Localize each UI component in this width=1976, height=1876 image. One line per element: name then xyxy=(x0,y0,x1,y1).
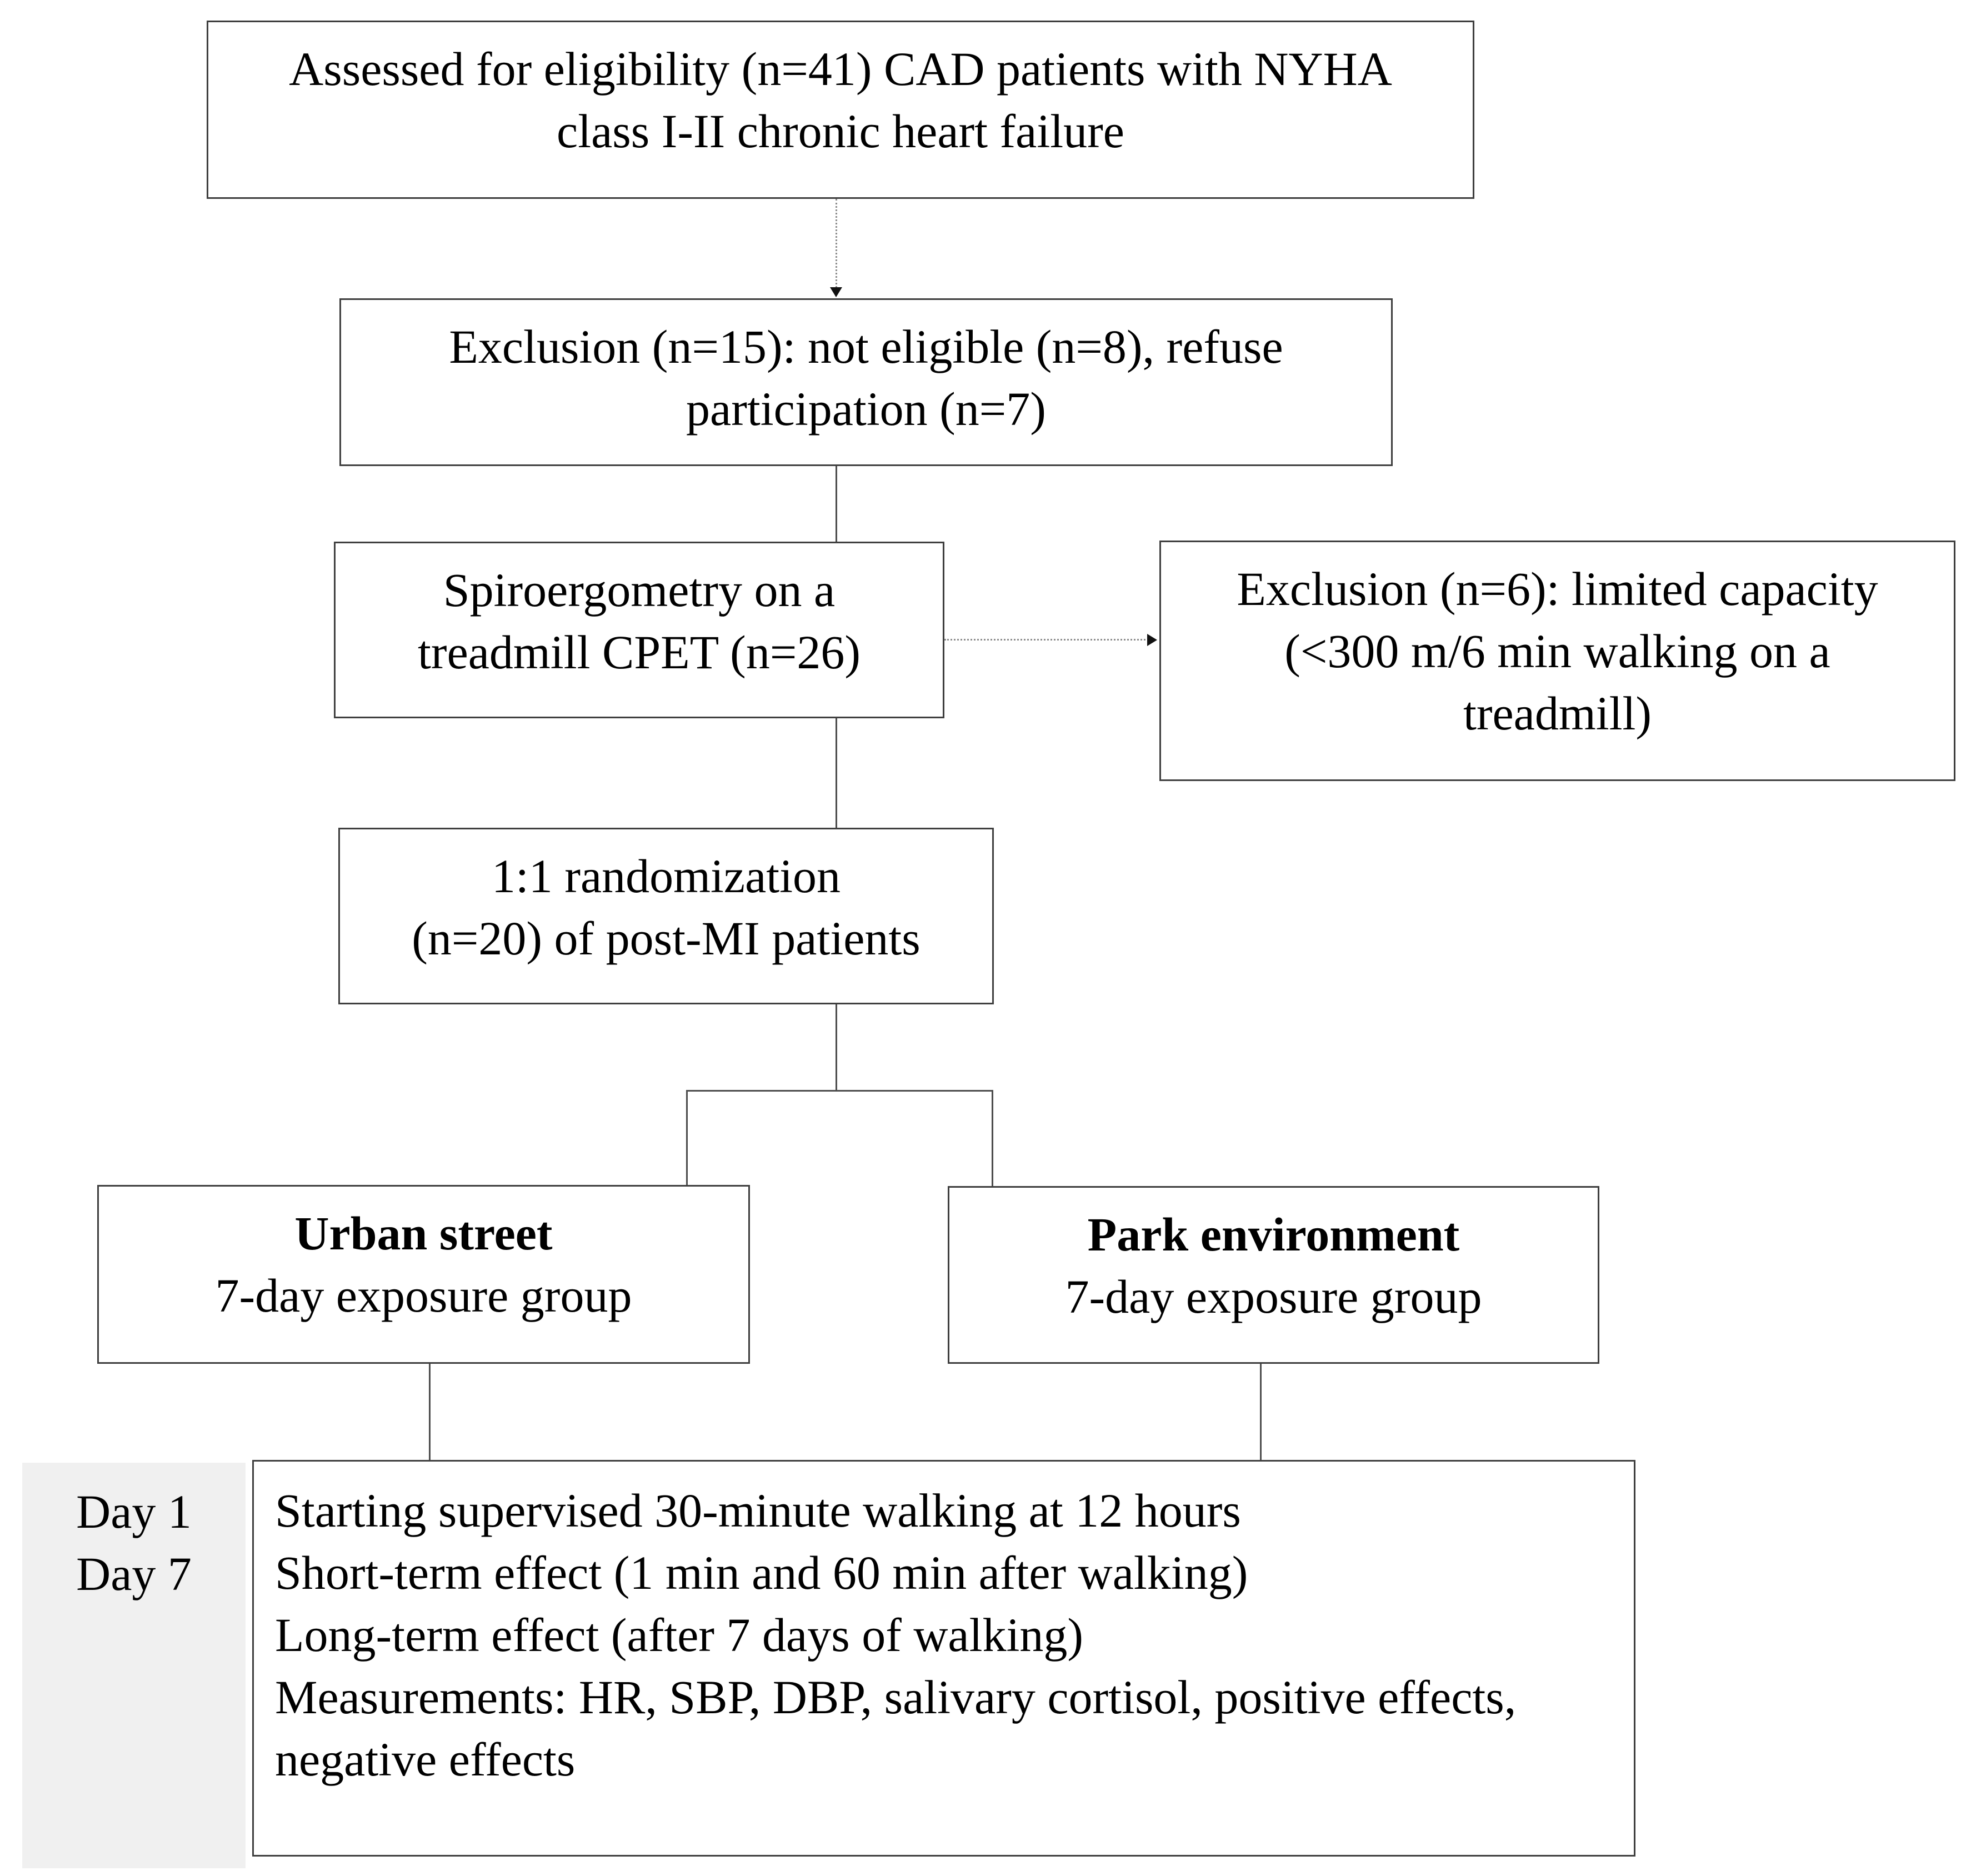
connector-branch-to-park xyxy=(992,1090,993,1186)
node-exclusion-capacity-line2: (<300 m/6 min walking on a xyxy=(1284,624,1830,678)
node-outcomes: Starting supervised 30-minute walking at… xyxy=(252,1460,1635,1857)
timeline-panel: Day 1 Day 7 xyxy=(22,1463,246,1868)
timeline-label-day1: Day 1 xyxy=(76,1485,192,1538)
node-urban-group-subtitle: 7-day exposure group xyxy=(215,1269,632,1322)
node-exclusion-initial-line2: participation (n=7) xyxy=(686,382,1046,436)
node-eligibility: Assessed for eligibility (n=41) CAD pati… xyxy=(207,21,1474,199)
node-eligibility-line2: class I-II chronic heart failure xyxy=(557,104,1124,158)
connector-urban-to-outcomes xyxy=(429,1364,431,1460)
node-outcomes-line2: Short-term effect (1 min and 60 min afte… xyxy=(275,1546,1248,1599)
connector-eligibility-to-exclusion xyxy=(836,199,837,288)
node-outcomes-line1: Starting supervised 30-minute walking at… xyxy=(275,1484,1241,1537)
node-spiroergometry-line1: Spiroergometry on a xyxy=(443,563,836,617)
connector-spiroergometry-to-randomization xyxy=(836,718,837,828)
arrow-down-icon xyxy=(830,287,842,297)
node-park-group: Park environment 7-day exposure group xyxy=(948,1186,1599,1364)
connector-randomization-stem xyxy=(836,1004,837,1092)
node-exclusion-initial-line1: Exclusion (n=15): not eligible (n=8), re… xyxy=(449,320,1283,373)
node-spiroergometry-line2: treadmill CPET (n=26) xyxy=(418,626,861,679)
node-eligibility-line1: Assessed for eligibility (n=41) CAD pati… xyxy=(289,42,1392,96)
connector-branch-bar xyxy=(686,1090,993,1092)
node-outcomes-line5: negative effects xyxy=(275,1733,576,1786)
node-randomization-line1: 1:1 randomization xyxy=(491,849,841,903)
connector-branch-to-urban xyxy=(686,1090,688,1185)
node-exclusion-capacity: Exclusion (n=6): limited capacity (<300 … xyxy=(1159,541,1955,781)
node-exclusion-capacity-line1: Exclusion (n=6): limited capacity xyxy=(1237,562,1878,616)
connector-exclusion-to-spiroergometry xyxy=(836,466,837,542)
connector-park-to-outcomes xyxy=(1260,1364,1262,1460)
node-exclusion-initial: Exclusion (n=15): not eligible (n=8), re… xyxy=(339,298,1393,466)
node-outcomes-line4: Measurements: HR, SBP, DBP, salivary cor… xyxy=(275,1670,1517,1724)
node-exclusion-capacity-line3: treadmill) xyxy=(1463,687,1652,740)
connector-spiroergometry-to-exclusion-capacity xyxy=(944,639,1145,641)
node-park-group-title: Park environment xyxy=(1087,1208,1460,1261)
node-urban-group-title: Urban street xyxy=(294,1207,553,1260)
arrow-right-icon xyxy=(1147,634,1157,646)
node-spiroergometry: Spiroergometry on a treadmill CPET (n=26… xyxy=(334,542,944,718)
timeline-label-day7: Day 7 xyxy=(76,1547,192,1600)
node-randomization: 1:1 randomization (n=20) of post-MI pati… xyxy=(338,828,994,1004)
node-outcomes-line3: Long-term effect (after 7 days of walkin… xyxy=(275,1608,1084,1662)
node-park-group-subtitle: 7-day exposure group xyxy=(1065,1270,1482,1323)
node-urban-group: Urban street 7-day exposure group xyxy=(97,1185,750,1364)
node-randomization-line2: (n=20) of post-MI patients xyxy=(412,912,921,965)
